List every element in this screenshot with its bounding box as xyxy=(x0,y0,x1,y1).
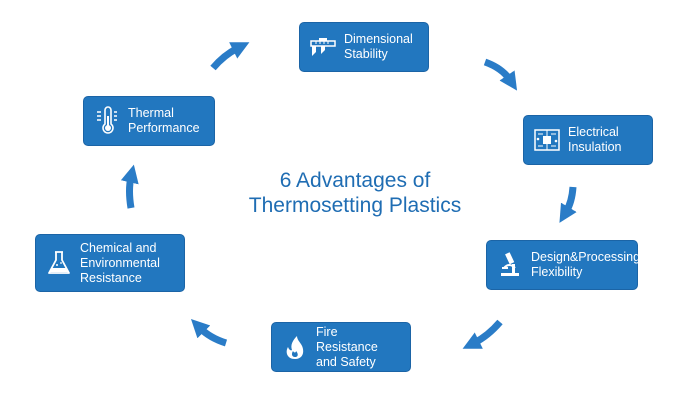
advantage-label: Electrical Insulation xyxy=(568,125,622,154)
arrow-design-to-fire xyxy=(462,319,503,349)
advantage-electrical-insulation: Electrical Insulation xyxy=(523,115,653,165)
caliper-icon xyxy=(308,32,338,62)
arrow-fire-to-chemical xyxy=(190,318,228,347)
thermometer-icon xyxy=(92,106,122,136)
circuit-board-icon xyxy=(532,125,562,155)
advantage-design-processing-flexibility: Design&Processing Flexibility xyxy=(486,240,641,290)
arrow-electrical-to-design xyxy=(559,186,577,223)
advantage-label: Design&Processing Flexibility xyxy=(531,250,641,279)
advantage-label: Chemical and Environmental Resistance xyxy=(80,240,160,285)
advantage-chemical-environmental-resistance: Chemical and Environmental Resistance xyxy=(35,234,185,292)
arrow-dimensional-to-electrical xyxy=(483,58,518,91)
advantage-label: Dimensional Stability xyxy=(344,32,413,61)
fire-icon xyxy=(280,332,310,362)
diagram-title: 6 Advantages of Thermosetting Plastics xyxy=(215,168,495,218)
advantage-label: Thermal Performance xyxy=(128,106,200,135)
arrow-chemical-to-thermal xyxy=(120,164,139,209)
advantage-fire-resistance-safety: Fire Resistance and Safety xyxy=(271,322,411,372)
microscope-icon xyxy=(495,250,525,280)
title-line-2: Thermosetting Plastics xyxy=(248,194,462,217)
advantage-thermal-performance: Thermal Performance xyxy=(83,96,215,146)
flask-icon xyxy=(44,248,74,278)
advantage-dimensional-stability: Dimensional Stability xyxy=(299,22,429,72)
advantage-label: Fire Resistance and Safety xyxy=(316,324,378,369)
title-line-1: 6 Advantages of xyxy=(279,169,431,192)
arrow-thermal-to-dimensional xyxy=(210,42,250,71)
